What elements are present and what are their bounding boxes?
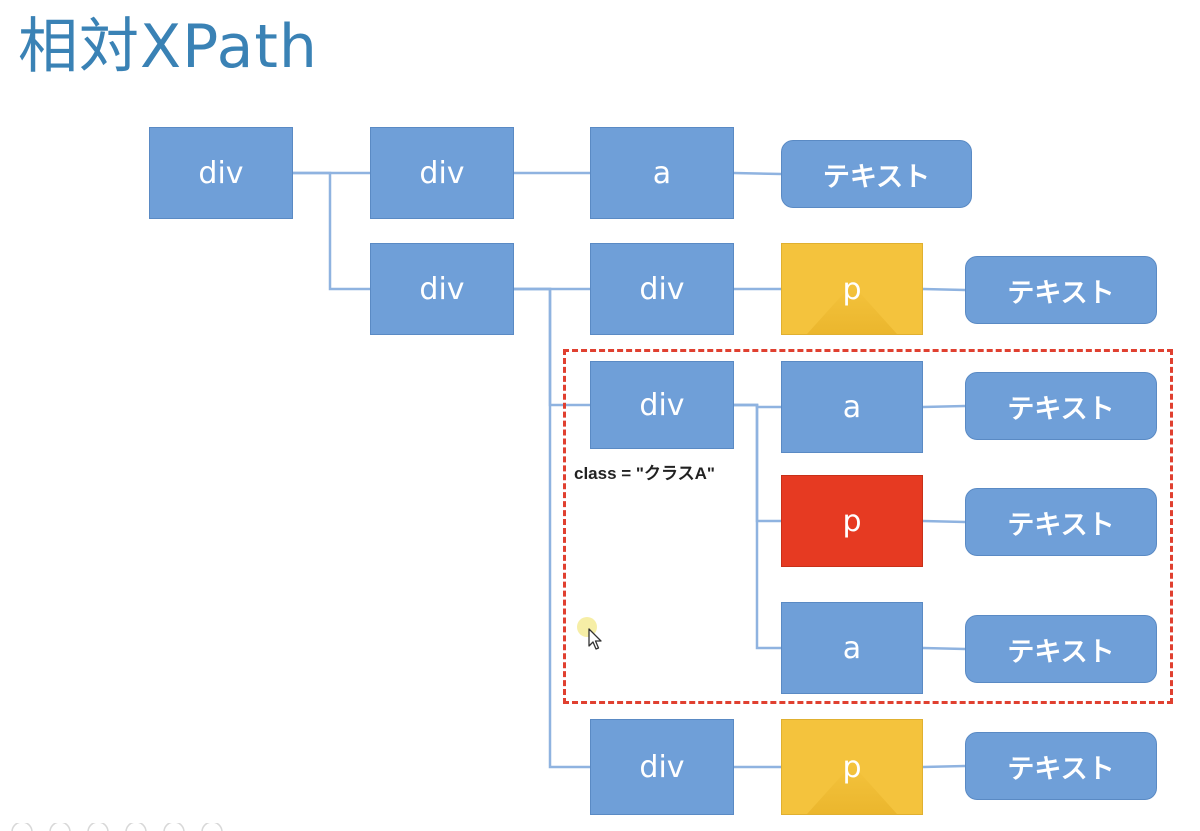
element-node-a: a	[781, 602, 923, 694]
node-label: div	[419, 155, 465, 191]
connector-line	[734, 403, 781, 650]
node-label: テキスト	[1007, 753, 1115, 785]
text-node: テキスト	[965, 615, 1157, 683]
node-label: テキスト	[1007, 636, 1115, 668]
element-node-p: p	[781, 243, 923, 335]
element-node-div: div	[370, 243, 514, 335]
connector-line	[922, 646, 966, 651]
element-node-div: div	[590, 719, 734, 815]
element-node-div: div	[370, 127, 514, 219]
element-node-div: div	[590, 361, 734, 449]
text-node: テキスト	[965, 372, 1157, 440]
connector-line	[922, 404, 966, 409]
node-label: テキスト	[822, 161, 931, 193]
node-label: div	[639, 749, 685, 785]
class-attribute-label: class = "クラスA"	[574, 464, 715, 483]
node-label: p	[842, 271, 862, 307]
text-node: テキスト	[965, 732, 1157, 800]
element-node-div: div	[149, 127, 293, 219]
slide-progress-dots	[11, 823, 223, 831]
node-label: div	[639, 271, 685, 307]
text-node: テキスト	[965, 256, 1157, 324]
element-node-a: a	[781, 361, 923, 453]
connector-line	[922, 519, 966, 524]
node-label: テキスト	[1007, 509, 1115, 541]
node-label: テキスト	[1007, 393, 1115, 425]
mouse-cursor-icon	[588, 628, 602, 650]
connector-line	[922, 287, 966, 292]
node-label: a	[652, 155, 672, 191]
connector-line	[514, 287, 590, 769]
node-label: テキスト	[1007, 277, 1115, 309]
node-label: a	[842, 389, 862, 425]
node-label: p	[842, 503, 862, 539]
node-label: div	[639, 387, 685, 423]
node-label: a	[842, 630, 862, 666]
element-node-p: p	[781, 475, 923, 567]
text-node: テキスト	[781, 140, 972, 208]
element-node-a: a	[590, 127, 734, 219]
connector-line	[922, 764, 966, 769]
selection-dashed-box	[563, 349, 1173, 704]
connector-line	[293, 171, 370, 291]
connector-line	[733, 171, 782, 176]
text-node: テキスト	[965, 488, 1157, 556]
node-label: p	[842, 749, 862, 785]
page-title: 相対XPath	[18, 12, 318, 82]
node-label: div	[419, 271, 465, 307]
element-node-div: div	[590, 243, 734, 335]
element-node-p: p	[781, 719, 923, 815]
node-label: div	[198, 155, 244, 191]
